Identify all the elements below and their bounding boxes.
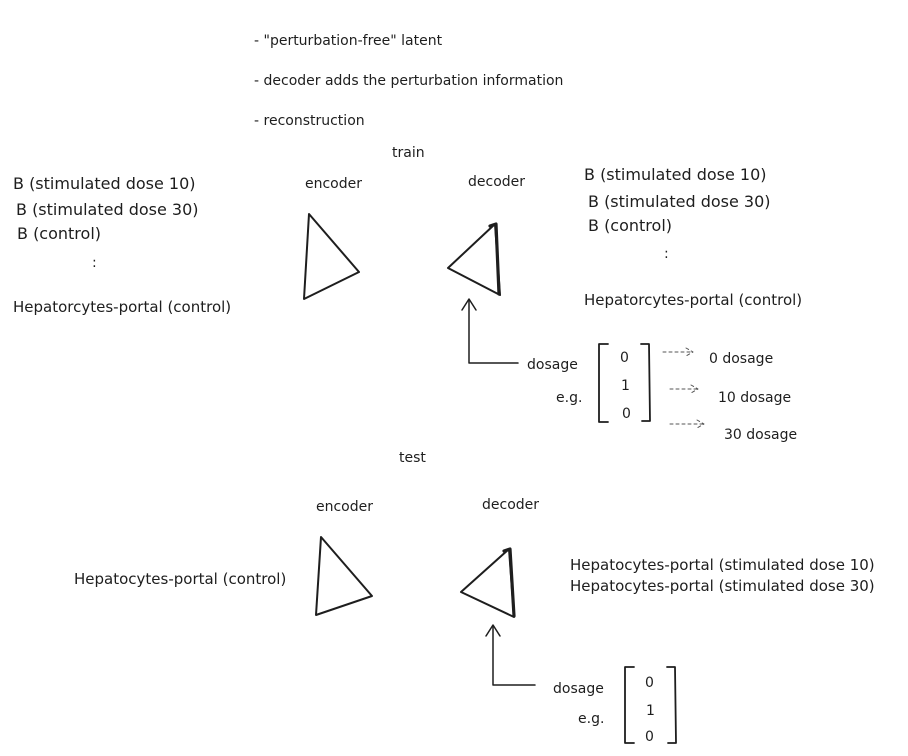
test-dosage-arrow [492, 625, 536, 686]
dosage-meaning-30: 30 dosage [724, 427, 798, 443]
test-encoder-shape [315, 536, 373, 616]
train-output-ellipsis: : [664, 246, 669, 262]
train-vector-right-bracket [640, 343, 651, 422]
train-eg-label: e.g. [556, 390, 583, 406]
test-vector-1: 1 [646, 703, 655, 719]
train-vector-0: 0 [620, 350, 629, 366]
test-input: Hepatocytes-portal (control) [74, 570, 287, 588]
train-dosage-label: dosage [527, 357, 578, 373]
test-output-1: Hepatocytes-portal (stimulated dose 10) [570, 556, 875, 574]
train-input-1: B (stimulated dose 10) [13, 174, 196, 193]
test-vector-right-bracket [666, 666, 677, 744]
note-decoder: - decoder adds the perturbation informat… [254, 73, 564, 89]
train-input-2: B (stimulated dose 30) [16, 200, 199, 219]
train-title: train [392, 145, 425, 161]
train-encoder-shape [303, 213, 360, 300]
train-encoder-label: encoder [305, 176, 363, 192]
test-eg-label: e.g. [578, 711, 605, 727]
test-dosage-label: dosage [553, 681, 604, 697]
train-output-2: B (stimulated dose 30) [588, 192, 771, 211]
test-vector-0: 0 [645, 675, 654, 691]
dosage-meaning-10: 10 dosage [718, 390, 792, 406]
note-latent: - "perturbation-free" latent [254, 33, 443, 49]
test-encoder-label: encoder [316, 499, 374, 515]
note-reconstruction: - reconstruction [254, 113, 365, 129]
test-title: test [399, 450, 426, 466]
train-output-1: B (stimulated dose 10) [584, 165, 767, 184]
train-output-last: Hepatorcytes-portal (control) [584, 291, 803, 309]
train-vector-1: 1 [621, 378, 630, 394]
test-output-2: Hepatocytes-portal (stimulated dose 30) [570, 577, 875, 595]
test-vector-2: 0 [645, 729, 654, 745]
train-input-ellipsis: : [92, 255, 97, 271]
train-output-3: B (control) [588, 216, 673, 235]
test-vector-left-bracket [624, 666, 635, 744]
train-vector-2: 0 [622, 406, 631, 422]
train-decoder-shape [447, 223, 501, 296]
train-dosage-arrow [468, 299, 519, 364]
train-input-3: B (control) [17, 224, 102, 243]
train-vector-left-bracket [598, 343, 609, 423]
test-decoder-label: decoder [482, 497, 540, 513]
train-decoder-label: decoder [468, 174, 526, 190]
dosage-meaning-0: 0 dosage [709, 351, 774, 367]
test-decoder-shape [460, 548, 515, 618]
train-input-last: Hepatorcytes-portal (control) [13, 298, 232, 316]
